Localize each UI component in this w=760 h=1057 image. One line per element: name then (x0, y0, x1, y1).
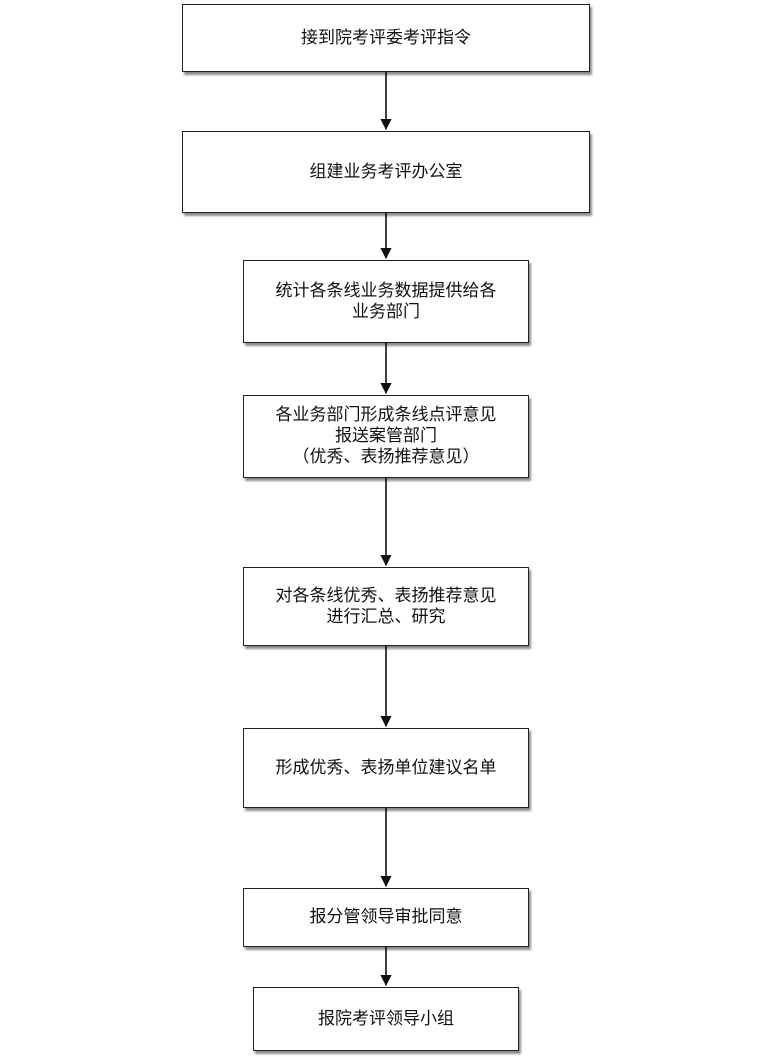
flow-step-6-line-1: 形成优秀、表扬单位建议名单 (275, 757, 497, 778)
flow-step-7-line-1: 报分管领导审批同意 (309, 907, 463, 927)
flow-step-3-line-1: 统计各条线业务数据提供给各 (275, 280, 497, 301)
flow-step-1-line-1: 接到院考评委考评指令 (301, 27, 471, 48)
flow-step-8-label: 报院考评领导小组 (318, 1009, 454, 1030)
flow-step-4-label: 各业务部门形成条线点评意见 报送案管部门 （优秀、表扬推荐意见） (276, 405, 497, 468)
flow-step-6: 形成优秀、表扬单位建议名单 (243, 728, 529, 808)
flow-step-3-label: 统计各条线业务数据提供给各 业务部门 (276, 281, 497, 323)
flow-step-4-line-3: （优秀、表扬推荐意见） (292, 447, 480, 467)
flow-step-4: 各业务部门形成条线点评意见 报送案管部门 （优秀、表扬推荐意见） (243, 395, 529, 478)
flow-step-6-label: 形成优秀、表扬单位建议名单 (276, 758, 497, 779)
flow-step-7: 报分管领导审批同意 (243, 888, 529, 947)
flow-step-3: 统计各条线业务数据提供给各 业务部门 (243, 260, 529, 343)
flow-step-8: 报院考评领导小组 (253, 987, 519, 1051)
flow-step-5-label: 对各条线优秀、表扬推荐意见 进行汇总、研究 (276, 586, 497, 628)
flow-step-5: 对各条线优秀、表扬推荐意见 进行汇总、研究 (243, 567, 529, 646)
flow-step-1: 接到院考评委考评指令 (182, 4, 590, 72)
flow-step-4-line-1: 各业务部门形成条线点评意见 (275, 405, 497, 425)
flow-step-2-line-1: 组建业务考评办公室 (309, 161, 463, 182)
flow-step-2: 组建业务考评办公室 (182, 131, 590, 213)
flow-step-5-line-1: 对各条线优秀、表扬推荐意见 (275, 585, 497, 606)
flow-step-1-label: 接到院考评委考评指令 (301, 28, 471, 49)
flow-step-5-line-2: 进行汇总、研究 (326, 606, 446, 627)
flow-step-7-label: 报分管领导审批同意 (310, 907, 463, 928)
flow-step-8-line-1: 报院考评领导小组 (318, 1008, 454, 1029)
flow-step-3-line-2: 业务部门 (352, 301, 420, 322)
flow-step-4-line-2: 报送案管部门 (335, 426, 437, 446)
flow-step-2-label: 组建业务考评办公室 (310, 162, 463, 183)
